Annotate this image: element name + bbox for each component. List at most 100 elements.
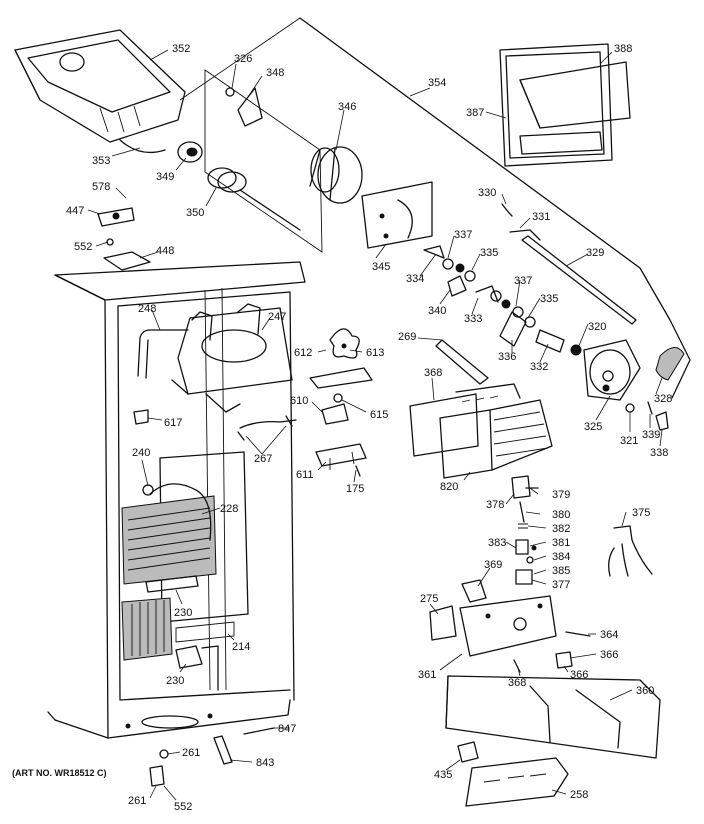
- gear-349: [177, 141, 203, 163]
- control-bracket-361: [459, 579, 557, 657]
- label-339: 339: [642, 429, 660, 441]
- label-843: 843: [256, 757, 274, 769]
- label-578: 578: [92, 181, 110, 193]
- label-354: 354: [428, 77, 446, 89]
- valve-parts: [511, 475, 539, 585]
- label-348: 348: [266, 67, 284, 79]
- heater-230-bottom: [175, 645, 203, 669]
- label-337a: 337: [454, 229, 472, 241]
- label-247: 247: [268, 311, 286, 323]
- part-615: [333, 393, 343, 403]
- link-331: [509, 229, 541, 241]
- label-267: 267: [254, 453, 272, 465]
- assembly-outline-354: [299, 17, 691, 399]
- label-847: 847: [278, 723, 296, 735]
- label-332: 332: [530, 361, 548, 373]
- label-369: 369: [484, 559, 502, 571]
- cover-258: [465, 757, 569, 807]
- label-368b: 368: [508, 677, 526, 689]
- label-331: 331: [532, 211, 550, 223]
- motor-bracket-outline: [204, 69, 323, 253]
- rod-269: [435, 339, 489, 385]
- fan-blade-612: [329, 328, 360, 359]
- gear-motor-320: [570, 339, 641, 401]
- label-617: 617: [164, 417, 182, 429]
- spring-330: [501, 203, 513, 217]
- label-228: 228: [220, 503, 238, 515]
- label-269: 269: [398, 331, 416, 343]
- label-383: 383: [488, 537, 506, 549]
- nut-326: [225, 87, 235, 97]
- leader-lines: [87, 49, 663, 801]
- bracket-612: [309, 367, 373, 389]
- label-366a: 366: [600, 649, 618, 661]
- label-320: 320: [588, 321, 606, 333]
- clip-617: [133, 409, 149, 425]
- part-448: [103, 251, 151, 271]
- ice-maker-820: [409, 383, 553, 479]
- label-349: 349: [156, 171, 174, 183]
- auger-parts: [423, 245, 565, 353]
- label-447: 447: [66, 205, 84, 217]
- label-338: 338: [650, 447, 668, 459]
- screw-175: [355, 465, 361, 477]
- label-335b: 335: [540, 293, 558, 305]
- label-366b: 366: [570, 669, 588, 681]
- evaporator-228: [121, 451, 249, 661]
- harness-267: [239, 419, 297, 429]
- label-334: 334: [406, 273, 424, 285]
- clip-261: [149, 765, 165, 787]
- spring-847: [243, 727, 275, 735]
- label-346: 346: [338, 101, 356, 113]
- label-613: 613: [366, 347, 384, 359]
- ice-bucket-352: [14, 29, 186, 154]
- washer-261: [159, 749, 169, 759]
- label-381: 381: [552, 537, 570, 549]
- label-230b: 230: [166, 675, 184, 687]
- label-275: 275: [420, 593, 438, 605]
- label-340: 340: [428, 305, 446, 317]
- mounting-plate-345: [361, 181, 433, 249]
- label-552b: 552: [174, 801, 192, 813]
- label-330: 330: [478, 187, 496, 199]
- rail-360: [445, 675, 661, 759]
- motor-610: [321, 403, 349, 425]
- label-261b: 261: [128, 795, 146, 807]
- label-375: 375: [632, 507, 650, 519]
- label-610: 610: [290, 395, 308, 407]
- paddle-328: [655, 347, 685, 381]
- label-384: 384: [552, 551, 570, 563]
- label-380: 380: [552, 509, 570, 521]
- label-364: 364: [600, 629, 618, 641]
- auger-motor-346: [309, 146, 363, 204]
- label-261a: 261: [182, 747, 200, 759]
- screw-339: [647, 401, 653, 415]
- label-240: 240: [132, 447, 150, 459]
- label-368a: 368: [424, 367, 442, 379]
- label-352: 352: [172, 43, 190, 55]
- label-385: 385: [552, 565, 570, 577]
- label-388: 388: [614, 43, 632, 55]
- label-377: 377: [552, 579, 570, 591]
- clip-366: [555, 651, 573, 669]
- label-435: 435: [434, 769, 452, 781]
- label-248: 248: [138, 303, 156, 315]
- label-387: 387: [466, 107, 484, 119]
- art-number: (ART NO. WR18512 C): [12, 768, 107, 778]
- dispenser-frame-388: [499, 43, 631, 167]
- label-214: 214: [232, 641, 250, 653]
- callout-labels: 352 326 348 354 388 387 346 353 349 350 …: [66, 43, 672, 813]
- screw-368b: [513, 659, 521, 673]
- label-336: 336: [498, 351, 516, 363]
- label-335a: 335: [480, 247, 498, 259]
- heater-230-top: [145, 575, 199, 593]
- freezer-chassis: [47, 261, 306, 739]
- spring-364: [565, 631, 591, 637]
- clip-338: [655, 411, 669, 431]
- label-321: 321: [620, 435, 638, 447]
- label-361: 361: [418, 669, 436, 681]
- label-325: 325: [584, 421, 602, 433]
- label-353: 353: [92, 155, 110, 167]
